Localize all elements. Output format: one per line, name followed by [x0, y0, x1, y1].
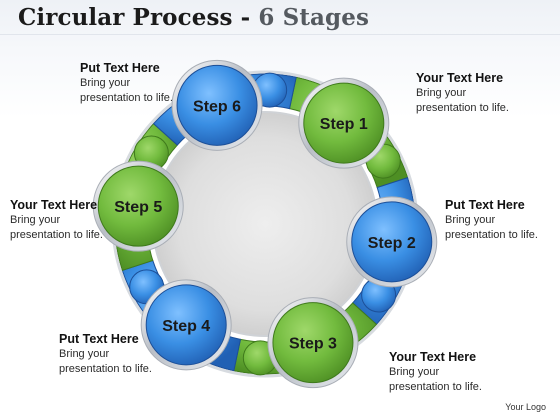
- step-node-6: Step 6: [171, 59, 288, 151]
- callout-heading: Put Text Here: [80, 61, 160, 75]
- slide-title: Circular Process - 6 Stages: [18, 4, 369, 31]
- callout-heading: Put Text Here: [59, 332, 139, 346]
- callout-body: Bring your presentation to life.: [59, 348, 152, 375]
- callout-body: Bring your presentation to life.: [445, 214, 538, 241]
- step-disc: [303, 82, 385, 164]
- step-nodes: Step 1 Step 2 Step 3 Step 4 Step 5 Step 6: [92, 59, 438, 389]
- title-subtitle: 6 Stages: [258, 4, 370, 31]
- callout-step-2: Put Text Here Bring your presentation to…: [445, 198, 538, 243]
- callout-step-5: Your Text Here Bring your presentation t…: [10, 198, 103, 243]
- step-node-3: Step 3: [242, 297, 359, 389]
- step-node-5: Step 5: [92, 135, 184, 252]
- step-label: Step 6: [193, 98, 241, 115]
- callout-heading: Your Text Here: [10, 198, 98, 212]
- callout-heading: Your Text Here: [389, 350, 477, 364]
- callout-step-1: Your Text Here Bring your presentation t…: [416, 71, 509, 116]
- callout-body: Bring your presentation to life.: [10, 214, 103, 241]
- logo-placeholder: Your Logo: [505, 402, 546, 412]
- callout-body: Bring your presentation to life.: [389, 366, 482, 393]
- title-divider: [0, 34, 560, 35]
- step-label: Step 1: [320, 116, 368, 133]
- step-disc: [145, 284, 227, 366]
- callout-heading: Your Text Here: [416, 71, 504, 85]
- step-node-4: Step 4: [129, 269, 232, 371]
- title-main: Circular Process -: [18, 4, 259, 31]
- step-label: Step 3: [289, 336, 337, 353]
- step-label: Step 4: [162, 318, 210, 335]
- step-disc: [97, 165, 179, 247]
- step-label: Step 5: [114, 199, 162, 216]
- step-node-1: Step 1: [298, 77, 401, 179]
- step-node-2: Step 2: [346, 196, 438, 313]
- step-label: Step 2: [368, 235, 416, 252]
- callout-heading: Put Text Here: [445, 198, 525, 212]
- step-disc: [272, 302, 354, 384]
- step-disc: [351, 201, 433, 283]
- step-disc: [176, 64, 258, 146]
- callout-step-3: Your Text Here Bring your presentation t…: [389, 350, 482, 395]
- callout-step-6: Put Text Here Bring your presentation to…: [80, 61, 173, 106]
- callout-body: Bring your presentation to life.: [416, 87, 509, 114]
- callout-step-4: Put Text Here Bring your presentation to…: [59, 332, 152, 377]
- callout-body: Bring your presentation to life.: [80, 77, 173, 104]
